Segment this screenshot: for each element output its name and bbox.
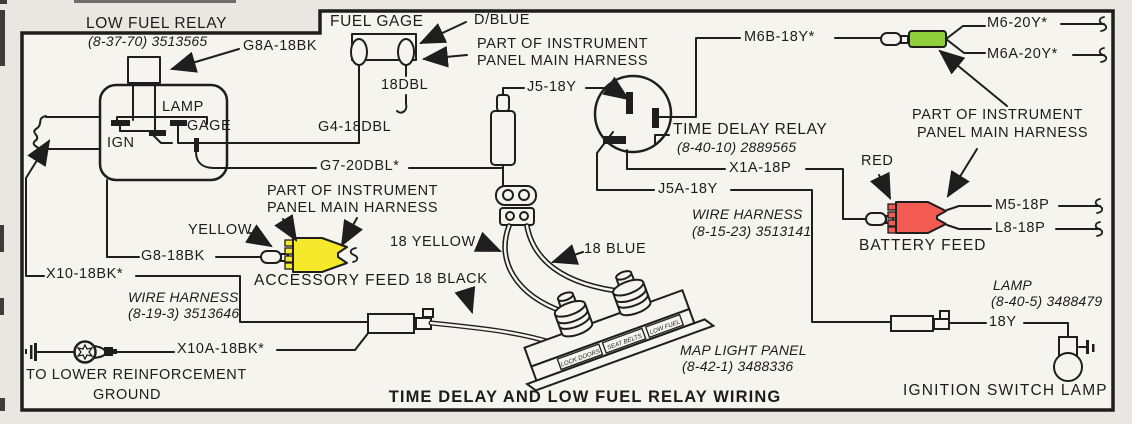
m6b-circuit	[658, 16, 1108, 118]
fuel-gage-label: FUEL GAGE	[330, 13, 424, 30]
g8a-leader-arrow	[169, 48, 240, 73]
battery-feed-label: BATTERY FEED	[859, 237, 987, 254]
time-delay-relay-label: TIME DELAY RELAY	[673, 121, 828, 138]
map-light-panel-label: MAP LIGHT PANEL	[680, 342, 807, 358]
low-fuel-relay-symbol	[98, 56, 360, 182]
wire-label-g8a: G8A-18BK	[243, 38, 318, 54]
wire-label-m6b: M6B-18Y*	[744, 29, 815, 45]
ground-label-line1: TO LOWER REINFORCEMENT	[26, 367, 247, 383]
battery-feed-connector	[887, 201, 947, 234]
fuel-gage-symbol	[350, 33, 417, 144]
wire-harness-left-part: (8-19-3) 3513646	[128, 305, 240, 321]
wire-label-g4: G4-18DBL	[318, 119, 392, 135]
wire-label-18y: 18Y	[989, 314, 1017, 330]
wire-label-18-yellow: 18 YELLOW	[390, 234, 476, 250]
harness-note-left-line2: PANEL MAIN HARNESS	[267, 200, 439, 216]
harness-right-leader-arrows	[938, 49, 1008, 198]
wire-label-18-black: 18 BLACK	[415, 271, 488, 287]
wire-label-g8: G8-18BK	[141, 248, 205, 264]
time-delay-relay-part: (8-40-10) 2889565	[677, 139, 797, 155]
wire-label-x10: X10-18BK*	[46, 266, 124, 282]
accessory-wire-color-label: YELLOW	[188, 222, 253, 238]
low-fuel-relay-part: (8-37-70) 3513565	[88, 33, 208, 49]
j5-wire	[585, 76, 630, 101]
harness-note-top-line1: PART OF INSTRUMENT	[477, 36, 649, 52]
wire-label-j5a: J5A-18Y	[658, 181, 718, 197]
time-delay-relay-symbol	[593, 74, 673, 154]
map-light-panel-part: (8-42-1) 3488336	[682, 358, 794, 374]
wire-label-l8: L8-18P	[995, 220, 1046, 236]
accessory-feed-label: ACCESSORY FEED	[254, 272, 411, 289]
diagram-title: TIME DELAY AND LOW FUEL RELAY WIRING	[388, 388, 782, 406]
map-light-panel-symbol: LOCK DOORS SEAT BELTS LOW FUEL	[523, 270, 716, 392]
harness-break-symbol	[25, 115, 101, 277]
ignition-switch-lamp-symbol	[1053, 336, 1095, 382]
bulb-socket	[553, 291, 594, 338]
x1a-circuit	[626, 149, 1104, 237]
wire-label-j5: J5-18Y	[527, 79, 577, 95]
relay-pin-lamp-label: LAMP	[162, 99, 204, 115]
j5a-circuit	[596, 131, 1069, 338]
wire-harness-right-label: WIRE HARNESS	[692, 206, 803, 222]
low-fuel-relay-label: LOW FUEL RELAY	[86, 15, 228, 32]
wire-harness-right-part: (8-15-23) 3513141	[692, 223, 812, 239]
wire-label-m5: M5-18P	[995, 197, 1050, 213]
wire-label-m6a: M6A-20Y*	[987, 46, 1058, 62]
battery-wire-color-label: RED	[861, 153, 894, 169]
harness-note-top-line2: PANEL MAIN HARNESS	[477, 53, 649, 69]
wire-label-x1a: X1A-18P	[729, 160, 792, 176]
harness-note-right-line1: PART OF INSTRUMENT	[912, 107, 1084, 123]
wire-label-g7: G7-20DBL*	[320, 158, 400, 174]
wire-label-m6: M6-20Y*	[987, 15, 1048, 31]
wire-label-x10a: X10A-18BK*	[177, 341, 265, 357]
harness-note-right-line2: PANEL MAIN HARNESS	[917, 125, 1089, 141]
g8-circuit	[106, 179, 364, 273]
accessory-feed-connector	[284, 237, 348, 273]
wire-label-18-blue: 18 BLUE	[584, 241, 647, 257]
diagram-border	[20, 9, 1115, 412]
relay-pin-ign-label: IGN	[107, 135, 135, 151]
ground-label-line2: GROUND	[93, 387, 162, 403]
wire-label-18dbl: 18DBL	[381, 77, 429, 93]
harness-note-left-line1: PART OF INSTRUMENT	[267, 183, 439, 199]
wire-name-arrows	[454, 231, 584, 315]
ignition-switch-lamp-label: IGNITION SWITCH LAMP	[903, 382, 1108, 399]
relay-pin-gage-label: GAGE	[187, 118, 232, 134]
lamp-part: (8-40-5) 3488479	[991, 293, 1103, 309]
j5-inline-connector	[408, 87, 537, 226]
bulb-socket	[612, 270, 652, 317]
wire-harness-left-label: WIRE HARNESS	[128, 289, 239, 305]
d-blue-leader-arrows	[419, 21, 468, 68]
green-connector	[908, 30, 947, 48]
wire-label-d-blue: D/BLUE	[474, 12, 530, 28]
scan-artifacts	[0, 0, 236, 411]
lamp-label: LAMP	[993, 277, 1032, 293]
